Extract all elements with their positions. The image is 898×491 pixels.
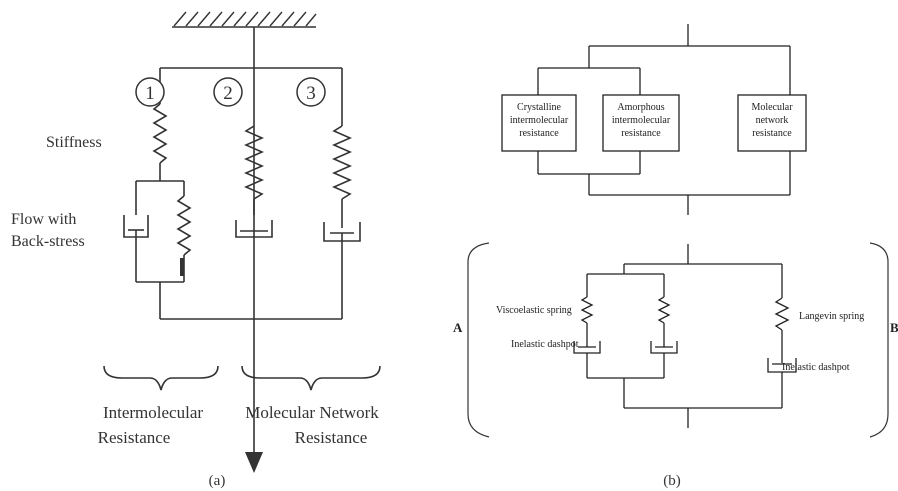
left-paren: [467, 242, 490, 438]
langevin-spring-label: Langevin spring: [799, 311, 864, 322]
intermolecular-label-line2: Resistance: [98, 428, 171, 447]
caption-a: (a): [209, 473, 226, 489]
branch-number-2: 2: [213, 77, 243, 107]
svg-text:intermolecular: intermolecular: [612, 115, 671, 126]
left-brace: [103, 365, 219, 391]
box-crystalline: [501, 94, 577, 152]
branch-number-1: 1: [135, 77, 165, 107]
svg-text:intermolecular: intermolecular: [510, 115, 569, 126]
right-paren: [869, 242, 889, 438]
network-label-line2: Resistance: [295, 428, 368, 447]
box-network: [737, 94, 807, 152]
inelastic-dashpot-right-label: Inelastic dashpot: [782, 362, 850, 373]
network-label-line1: Molecular Network: [245, 403, 379, 422]
svg-text:3: 3: [306, 83, 316, 104]
flow-label-line1: Flow with: [11, 211, 76, 228]
block-diagram: Crystalline intermolecular resistance Am…: [501, 24, 807, 215]
flow-label-line2: Back-stress: [11, 233, 85, 250]
letter-a: A: [453, 320, 463, 335]
branch-3: [323, 68, 361, 319]
load-arrow-head: [245, 452, 263, 473]
svg-text:network: network: [756, 115, 789, 126]
svg-text:resistance: resistance: [621, 128, 661, 139]
panel-b: Crystalline intermolecular resistance Am…: [453, 24, 898, 489]
ground-support: [172, 11, 317, 28]
right-brace: [241, 365, 381, 391]
caption-b: (b): [663, 473, 681, 489]
letter-b: B: [890, 320, 898, 335]
svg-text:Amorphous: Amorphous: [617, 102, 664, 113]
box-amorphous: [602, 94, 680, 152]
intermolecular-label-line1: Intermolecular: [103, 403, 203, 422]
svg-text:resistance: resistance: [752, 128, 792, 139]
inelastic-dashpot-left-label: Inelastic dashpot: [511, 339, 579, 350]
viscoelastic-spring-label: Viscoelastic spring: [496, 305, 572, 316]
branch-1: [123, 68, 192, 319]
svg-text:1: 1: [145, 83, 155, 104]
svg-text:Molecular: Molecular: [751, 102, 793, 113]
branch-number-3: 3: [296, 77, 326, 107]
mechanical-model: [573, 244, 797, 428]
branch-2: [235, 125, 273, 238]
svg-text:resistance: resistance: [519, 128, 559, 139]
stiffness-label: Stiffness: [46, 134, 102, 151]
svg-text:2: 2: [223, 83, 233, 104]
svg-text:Crystalline: Crystalline: [517, 102, 561, 113]
panel-a: 1 2 3 Stiffness Flow with Back-stress In…: [11, 11, 381, 489]
